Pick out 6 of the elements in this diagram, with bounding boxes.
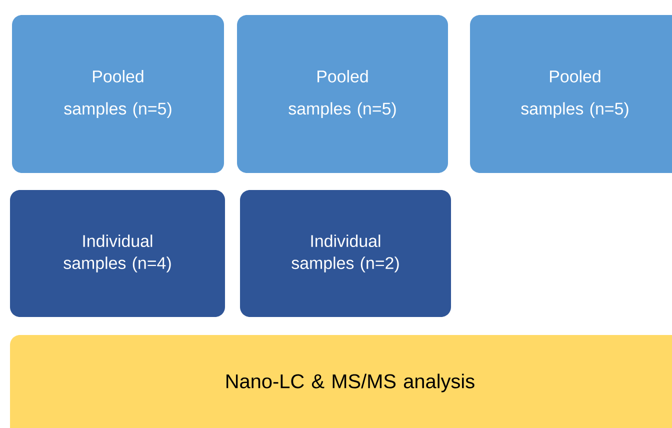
sample-box: Individual samples (n=4) [10,190,225,317]
sample-box: Pooled samples (n=5) [470,15,672,173]
sample-box: Pooled samples (n=5) [12,15,224,173]
sample-box: Pooled samples (n=5) [237,15,448,173]
sample-box: Individual samples (n=2) [240,190,451,317]
sample-box: Nano-LC & MS/MS analysis [10,335,672,428]
